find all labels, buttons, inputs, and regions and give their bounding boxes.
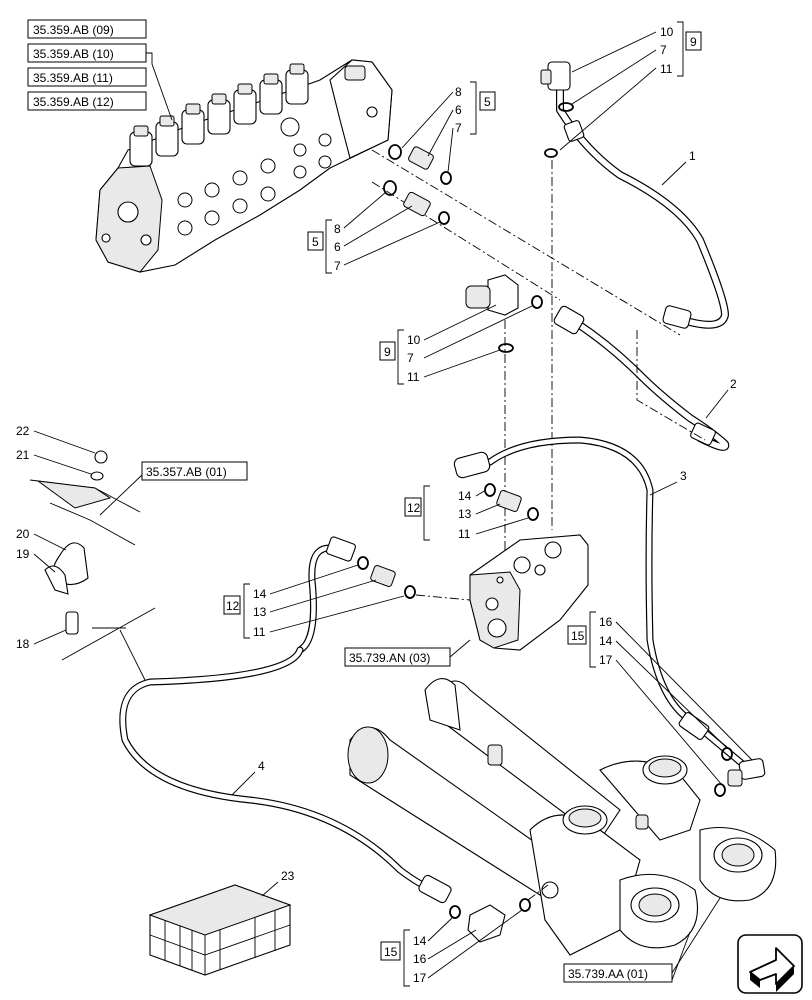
ref-bracket[interactable]: 35.357.AB (01) <box>141 461 248 481</box>
callout-8-upper: 8 <box>455 85 462 99</box>
pipe-2 <box>553 305 730 451</box>
callout-17-upper: 17 <box>599 653 613 667</box>
callout-10-lower: 10 <box>407 333 421 347</box>
control-valve-assembly <box>95 59 393 273</box>
cylinder-assembly <box>347 678 777 956</box>
callout-7-lower: 7 <box>334 259 341 273</box>
callout-6-upper: 6 <box>455 103 462 117</box>
group-9-upper[interactable]: 9 <box>685 31 702 51</box>
callout-11-block-upper: 11 <box>458 527 471 541</box>
ref-valve-10[interactable]: 35.359.AB (10) <box>27 43 147 63</box>
group-12-upper[interactable]: 12 <box>404 497 422 517</box>
fitting-set-15-upper <box>678 712 766 797</box>
callout-10-upper: 10 <box>660 25 674 39</box>
callout-4: 4 <box>258 759 265 773</box>
group-5-lower[interactable]: 5 <box>307 231 324 251</box>
svg-text:5: 5 <box>484 95 491 109</box>
callout-1: 1 <box>689 149 696 163</box>
callout-14-upper: 14 <box>458 489 472 503</box>
callout-21: 21 <box>16 448 30 462</box>
ref-cylinder[interactable]: 35.739.AA (01) <box>563 963 673 983</box>
callout-16-upper: 16 <box>599 615 613 629</box>
ref-cylinder-label: 35.739.AA (01) <box>568 967 648 981</box>
group-5-upper[interactable]: 5 <box>479 91 496 111</box>
callout-14-lower: 14 <box>253 587 267 601</box>
callout-18: 18 <box>16 637 30 651</box>
callout-20: 20 <box>16 527 30 541</box>
callout-11-lower: 11 <box>407 370 420 384</box>
callout-11-block-lower: 11 <box>253 625 266 639</box>
callout-19: 19 <box>16 547 30 561</box>
ref-valve-11[interactable]: 35.359.AB (11) <box>27 67 147 87</box>
callout-7-middle: 7 <box>407 351 414 365</box>
callout-11-upper: 11 <box>660 62 673 76</box>
hose-4 <box>119 646 452 904</box>
elbow-fitting-middle <box>465 274 543 353</box>
fitting-set-15-lower <box>449 898 531 943</box>
ref-valve-11-label: 35.359.AB (11) <box>33 71 113 85</box>
callout-8-lower: 8 <box>334 222 341 236</box>
bracket-assembly <box>29 450 156 681</box>
fitting-set-12-upper <box>484 483 539 521</box>
callout-14-cyl-upper: 14 <box>599 634 613 648</box>
ref-valve-09-label: 35.359.AB (09) <box>33 23 114 37</box>
ref-bracket-label: 35.357.AB (01) <box>146 465 227 479</box>
svg-text:12: 12 <box>226 599 240 613</box>
svg-text:12: 12 <box>407 501 421 515</box>
crate-icon <box>148 884 292 976</box>
callout-14-cyl-lower: 14 <box>413 934 427 948</box>
valve-block <box>469 534 589 651</box>
group-15-upper[interactable]: 15 <box>567 625 587 645</box>
callout-13-lower: 13 <box>253 605 267 619</box>
ref-block-label: 35.739.AN (03) <box>349 651 430 665</box>
callout-23: 23 <box>281 869 295 883</box>
ref-block[interactable]: 35.739.AN (03) <box>344 647 451 667</box>
ref-valve-12-label: 35.359.AB (12) <box>33 95 114 109</box>
callout-7-top: 7 <box>660 43 667 57</box>
ref-valve-12[interactable]: 35.359.AB (12) <box>27 91 147 111</box>
callout-2: 2 <box>730 377 737 391</box>
callout-22: 22 <box>16 424 30 438</box>
fitting-upper-set <box>383 144 452 225</box>
next-page-arrow-icon[interactable] <box>737 934 803 994</box>
group-12-lower[interactable]: 12 <box>223 595 241 615</box>
callout-13-upper: 13 <box>458 507 472 521</box>
svg-text:9: 9 <box>384 345 391 359</box>
fitting-set-12-lower <box>296 536 416 654</box>
svg-text:9: 9 <box>690 35 697 49</box>
callout-7-upper: 7 <box>455 121 462 135</box>
callout-17-lower: 17 <box>413 971 427 985</box>
ref-valve-09[interactable]: 35.359.AB (09) <box>27 19 147 39</box>
svg-text:5: 5 <box>312 235 319 249</box>
callout-16-lower: 16 <box>413 952 427 966</box>
group-9-lower[interactable]: 9 <box>379 341 396 361</box>
group-15-lower[interactable]: 15 <box>380 941 401 961</box>
ref-valve-10-label: 35.359.AB (10) <box>33 47 114 61</box>
callout-6-lower: 6 <box>334 240 341 254</box>
callout-3: 3 <box>680 469 687 483</box>
pipe-1 <box>540 61 729 329</box>
svg-text:15: 15 <box>384 945 398 959</box>
svg-text:15: 15 <box>571 629 585 643</box>
